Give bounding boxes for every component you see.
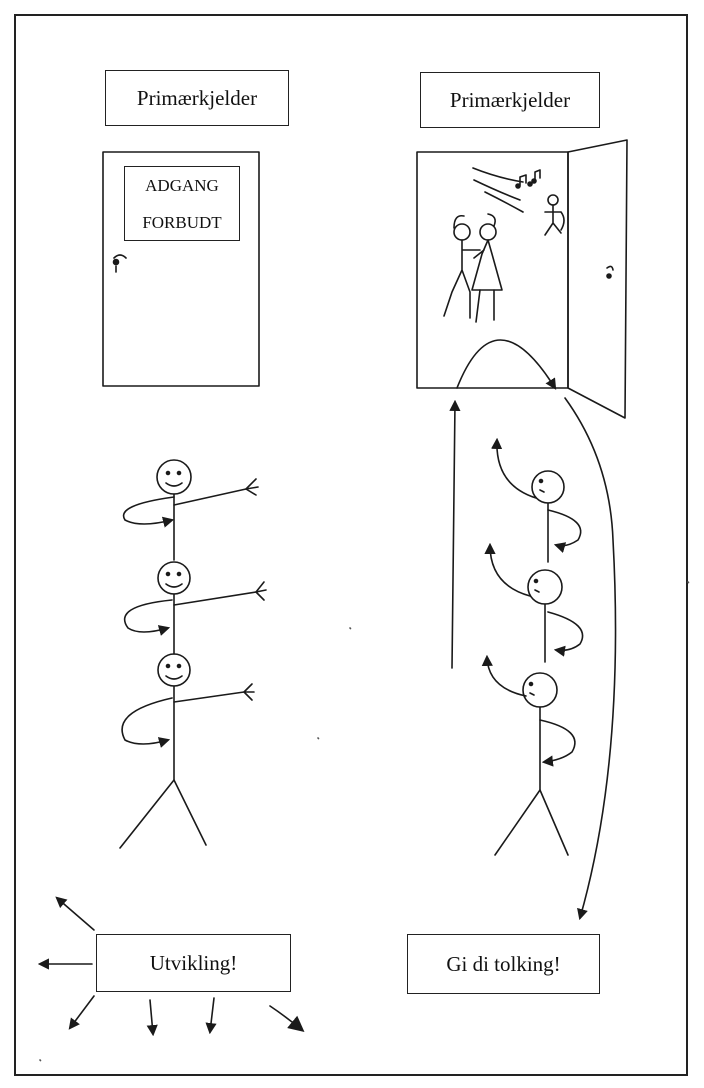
right-stick-figures <box>452 398 616 918</box>
open-door <box>417 140 627 418</box>
sign-line-1: ADGANG <box>125 167 239 204</box>
left-stick-figures <box>120 460 266 848</box>
label-primary-sources-left: Primærkjelder <box>105 70 289 126</box>
label-development: Utvikling! <box>96 934 291 992</box>
label-primary-sources-right: Primærkjelder <box>420 72 600 128</box>
label-give-interpretation: Gi di tolking! <box>407 934 600 994</box>
no-entry-sign: ADGANG FORBUDT <box>124 166 240 241</box>
sign-line-2: FORBUDT <box>125 204 239 241</box>
